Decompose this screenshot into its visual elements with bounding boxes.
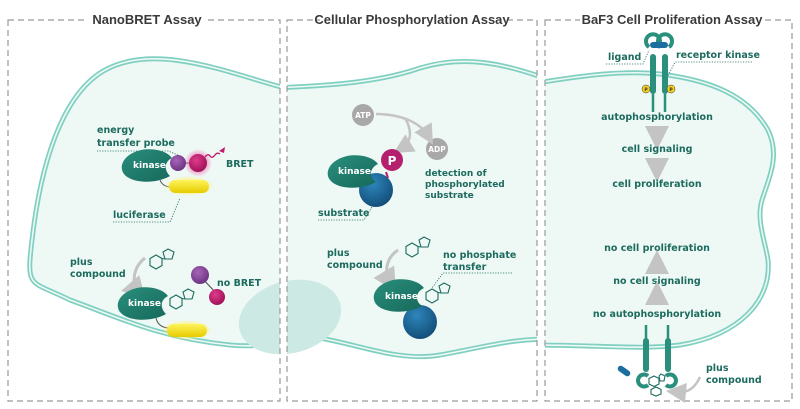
no-phosphate-label: no phosphate: [443, 250, 516, 261]
plus-compound-label: plus: [706, 363, 729, 374]
kinase-shape: [121, 149, 172, 182]
compound-icon: [149, 248, 175, 270]
ligand-label: ligand: [608, 52, 641, 63]
receptor-kinase-dimer: [636, 325, 678, 389]
ligand: [650, 42, 668, 48]
adp-label: ADP: [428, 145, 446, 154]
kinase-shape: [373, 279, 424, 312]
no-phosphate-label: transfer: [443, 262, 487, 273]
kinase-shape: [327, 155, 378, 188]
receptor-kinase-dimer: P P: [641, 32, 676, 112]
detection-label: phosphorylated: [425, 180, 505, 190]
compound-icon: [169, 288, 195, 310]
atp-circle: [352, 104, 374, 126]
phosphate-circle: [666, 84, 676, 94]
step-label: autophosphorylation: [601, 112, 713, 123]
kinase-label: kinase: [385, 292, 418, 302]
nucleus: [287, 279, 342, 355]
arrow-icon: [393, 117, 416, 154]
step-label: no cell proliferation: [604, 243, 710, 254]
plus-compound-label: compound: [327, 260, 383, 271]
phosphate-label: P: [669, 87, 673, 93]
probe-circle: [170, 155, 186, 171]
panel-baf3: BaF3 Cell Proliferation Assay P P ligand…: [544, 10, 793, 403]
panel-title: NanoBRET Assay: [92, 12, 202, 27]
luciferase-label: luciferase: [113, 210, 166, 221]
substrate-label: substrate: [318, 208, 370, 219]
kinase-label: kinase: [133, 161, 166, 171]
nucleus: [238, 279, 280, 355]
no-bret-label: no BRET: [217, 278, 262, 289]
plus-compound-label: plus: [70, 257, 93, 268]
arrow-icon: [373, 248, 399, 293]
energy-probe-label: energy: [97, 125, 135, 136]
compound-icon: [405, 236, 431, 258]
compound-icon: [648, 373, 666, 397]
panel-title: BaF3 Cell Proliferation Assay: [582, 12, 764, 27]
ligand: [617, 365, 631, 377]
bret-emitter: [189, 154, 207, 172]
kinase-label: kinase: [338, 167, 371, 177]
plus-compound-label: compound: [706, 375, 762, 386]
step-label: no autophosphorylation: [593, 309, 722, 320]
bret-emitter: [209, 289, 225, 305]
bret-label: BRET: [226, 159, 254, 170]
panel-phosphorylation: Cellular Phosphorylation Assay ATP ADP k…: [286, 10, 538, 402]
step-label: cell proliferation: [612, 179, 701, 190]
receptor-kinase-label: receptor kinase: [676, 50, 760, 61]
detection-label: detection of: [425, 169, 487, 179]
panel-nanobret: NanoBRET Assay energy transfer probe BRE…: [7, 10, 281, 402]
detection-label: substrate: [425, 191, 474, 201]
phosphate-label: P: [644, 87, 648, 93]
step-label: cell signaling: [622, 144, 693, 155]
kinase-shape: [117, 287, 168, 320]
arrow-icon: [375, 112, 433, 145]
phosphate-label: P: [388, 154, 397, 168]
substrate: [403, 305, 437, 339]
probe-circle: [191, 266, 209, 284]
light-wave-icon: [204, 152, 221, 158]
phosphate-circle: [381, 149, 403, 171]
luciferase: [167, 324, 207, 337]
luciferase: [169, 180, 209, 193]
step-label: no cell signaling: [613, 276, 700, 287]
arrow-icon: [666, 376, 702, 403]
panel-title: Cellular Phosphorylation Assay: [314, 12, 510, 27]
kinase-label: kinase: [128, 299, 161, 309]
atp-label: ATP: [355, 111, 371, 120]
phosphate-circle: [641, 84, 651, 94]
plus-compound-label: compound: [70, 269, 126, 280]
energy-probe-label: transfer probe: [97, 138, 175, 149]
compound-icon: [425, 282, 451, 304]
plus-compound-label: plus: [327, 248, 350, 259]
